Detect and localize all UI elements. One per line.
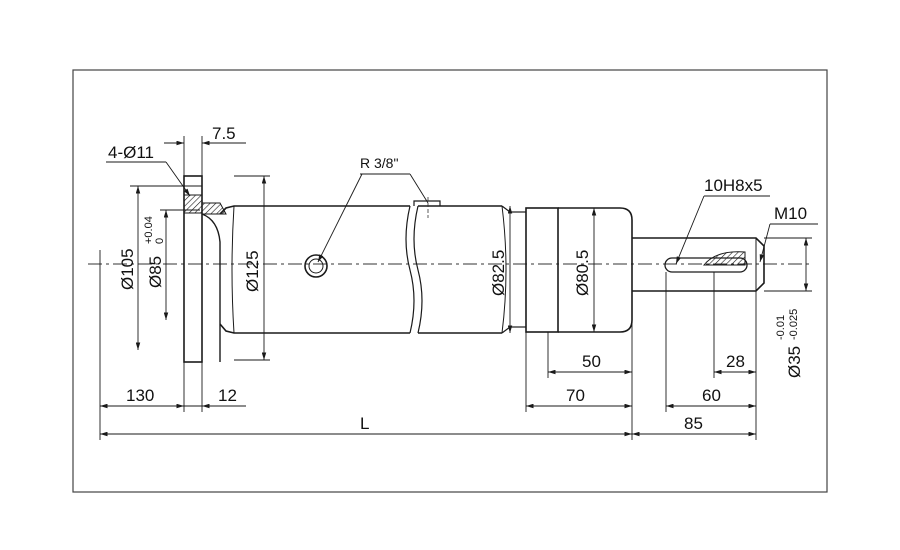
label-bolt-holes: 4-Ø11 (108, 143, 154, 162)
label-dim-85: 85 (684, 414, 703, 433)
label-dim-130: 130 (126, 386, 154, 405)
label-flange-diameter: Ø105 (118, 248, 137, 290)
label-shaft-tol-lower: -0.025 (788, 309, 800, 340)
output-shaft (632, 237, 765, 292)
label-dim-28: 28 (726, 352, 745, 371)
label-dim-50: 50 (582, 352, 601, 371)
label-port: R 3/8" (360, 155, 398, 171)
end-housing (510, 207, 633, 333)
label-pilot-tol-lower: 0 (154, 238, 166, 244)
label-dim-60: 60 (702, 386, 721, 405)
label-pilot-diameter: Ø85 (146, 256, 165, 288)
port-opening (304, 254, 328, 278)
drawing-frame (72, 69, 828, 493)
mounting-flange (183, 175, 227, 363)
label-flange-thickness: 7.5 (212, 124, 236, 143)
dimension-lines (99, 136, 818, 440)
label-dim-12: 12 (218, 386, 237, 405)
label-collar-diameter: Ø80.5 (573, 250, 592, 296)
label-thread: M10 (774, 204, 807, 223)
label-dim-L: L (360, 414, 369, 433)
label-pilot-tol-upper: +0.04 (143, 216, 155, 244)
label-shaft-tol-upper: -0.01 (775, 315, 787, 340)
label-body-diameter: Ø125 (243, 250, 262, 292)
label-shaft-diameter: Ø35 (785, 346, 804, 378)
cylinder-body (219, 197, 511, 334)
label-keyway: 10H8x5 (704, 176, 763, 195)
label-dim-70: 70 (566, 386, 585, 405)
label-rod-diameter: Ø82.5 (489, 250, 508, 296)
